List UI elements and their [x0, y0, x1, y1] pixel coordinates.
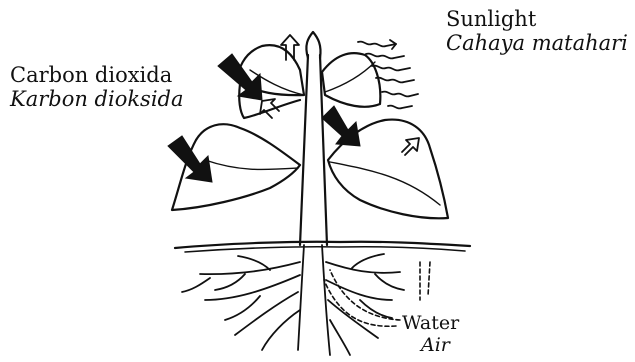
sunlight-label-malay: Cahaya matahari: [446, 31, 628, 55]
carbon-dioxide-label: Carbon dioxida Karbon dioksida: [10, 63, 184, 111]
carbon-dioxide-label-malay: Karbon dioksida: [10, 87, 184, 111]
roots: [182, 245, 404, 355]
water-label-malay: Air: [402, 334, 459, 356]
water-label: Water Air: [402, 312, 459, 356]
carbon-dioxide-label-english: Carbon dioxida: [10, 63, 184, 87]
sunlight-rays-icon: [358, 40, 418, 108]
sunlight-label: Sunlight Cahaya matahari: [446, 7, 628, 55]
leaf-top-right: [322, 53, 380, 107]
sunlight-label-english: Sunlight: [446, 7, 628, 31]
water-label-english: Water: [402, 312, 459, 334]
